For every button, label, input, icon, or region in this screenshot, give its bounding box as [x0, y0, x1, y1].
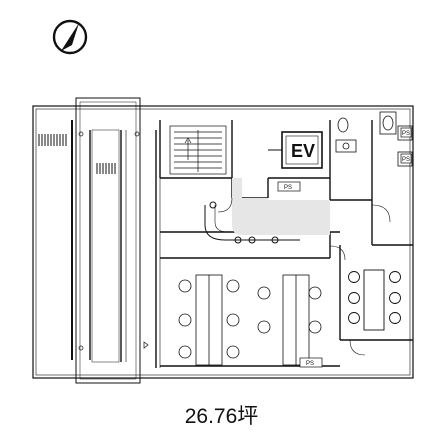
stair	[169, 125, 227, 175]
ps-label-4: PS	[402, 157, 410, 163]
ps-label-2: PS	[306, 361, 314, 367]
meeting-table	[348, 269, 401, 331]
restroom	[335, 111, 413, 167]
pipe-space-boxes: PS PS PS PS	[277, 127, 412, 368]
exterior-balcony	[71, 97, 161, 384]
elevator-label: EV	[291, 141, 315, 161]
bottom-wall	[76, 377, 413, 384]
louver-right	[96, 163, 116, 174]
louver-left	[38, 134, 67, 146]
kitchenette	[204, 201, 300, 244]
ps-label-1: PS	[284, 185, 292, 191]
ps-label-3: PS	[402, 131, 410, 137]
desk-cluster-2	[282, 274, 310, 366]
office-chairs	[178, 279, 322, 359]
floor-area-label: 26.76坪	[184, 405, 259, 428]
balcony-markers	[78, 131, 149, 351]
elevator: EV	[268, 131, 323, 169]
entrance-corridor	[232, 178, 330, 235]
doors	[217, 197, 391, 356]
north-arrow-icon	[52, 19, 88, 55]
desk-cluster-1	[195, 274, 223, 366]
